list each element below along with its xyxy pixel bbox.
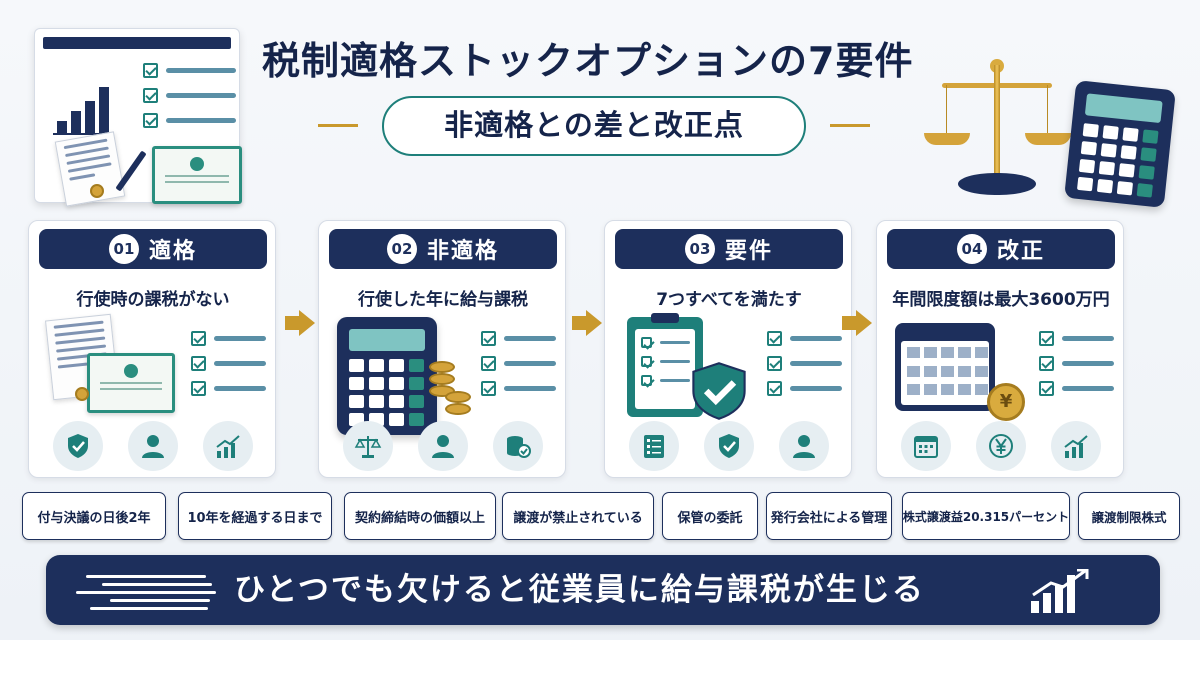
clipboard-icon <box>627 313 703 417</box>
person-icon <box>778 421 829 471</box>
growth-chart-icon <box>1050 421 1101 471</box>
requirement-7: 株式譲渡益20.315パーセント <box>902 492 1070 540</box>
step-description: 7つすべてを満たす <box>656 290 802 310</box>
calendar-icon <box>895 323 995 411</box>
checklist-icon <box>481 331 556 406</box>
checklist-icon <box>629 421 680 471</box>
step-number: 04 <box>956 234 987 264</box>
report-illustration <box>34 28 244 207</box>
conclusion-text: ひとつでも欠けると従業員に給与課税が生じる <box>234 572 925 608</box>
shield-check-icon <box>53 421 104 471</box>
growth-chart-icon <box>202 421 253 471</box>
shield-check-icon <box>692 362 746 420</box>
checklist-icon <box>191 331 266 406</box>
step-number: 02 <box>386 234 417 264</box>
scale-icon <box>343 421 394 471</box>
conclusion-banner: ひとつでも欠けると従業員に給与課税が生じる <box>46 555 1160 625</box>
step-header: 03 要件 <box>615 229 843 269</box>
requirement-4: 譲渡が禁止されている <box>502 492 654 540</box>
page-subtitle: 非適格との差と改正点 <box>382 96 806 156</box>
step-header: 04 改正 <box>887 229 1115 269</box>
calculator-illustration <box>333 317 473 435</box>
calendar-illustration: ¥ <box>891 317 1031 427</box>
person-icon <box>127 421 178 471</box>
shield-check-icon <box>703 421 754 471</box>
step-description: 行使時の課税がない <box>76 290 230 310</box>
step-number: 03 <box>684 234 715 264</box>
yen-icon <box>975 421 1026 471</box>
checklist-icon <box>1039 331 1114 406</box>
requirement-8: 譲渡制限株式 <box>1078 492 1180 540</box>
clipboard-illustration <box>619 313 759 427</box>
subtitle-group: 非適格との差と改正点 <box>318 96 870 156</box>
step-card-3: 03 要件 7つすべてを満たす <box>604 220 852 478</box>
requirement-2: 10年を経過する日まで <box>178 492 332 540</box>
step-header: 01 適格 <box>39 229 267 269</box>
step-description: 行使した年に給与課税 <box>358 290 528 310</box>
page-title: 税制適格ストックオプションの7要件 <box>262 39 914 83</box>
calculator-icon <box>1064 80 1176 208</box>
person-icon <box>417 421 468 471</box>
certificate-icon <box>87 353 175 413</box>
step-name: 改正 <box>996 239 1045 264</box>
bar-chart-icon <box>53 79 111 135</box>
requirement-1: 付与決議の日後2年 <box>22 492 166 540</box>
certificate-illustration <box>43 313 183 427</box>
certificate-icon <box>152 146 242 204</box>
coins-check-icon <box>492 421 543 471</box>
growth-chart-icon <box>1031 569 1091 613</box>
infographic: 税制適格ストックオプションの7要件 非適格との差と改正点 <box>0 0 1200 640</box>
step-name: 非適格 <box>426 239 499 264</box>
yen-coin-icon: ¥ <box>987 383 1025 421</box>
step-header: 02 非適格 <box>329 229 557 269</box>
bottom-margin <box>0 640 1200 675</box>
step-description: 年間限度額は最大3600万円 <box>892 290 1110 310</box>
requirement-3: 契約締結時の価額以上 <box>344 492 496 540</box>
seal-icon <box>90 184 104 198</box>
requirement-6: 発行会社による管理 <box>766 492 892 540</box>
checklist-icon <box>767 331 842 406</box>
scale-calculator-illustration <box>920 55 1180 208</box>
step-card-1: 01 適格 行使時の課税がない <box>28 220 276 478</box>
step-card-2: 02 非適格 行使した年に給与課税 <box>318 220 566 478</box>
document-icon <box>54 131 126 207</box>
step-name: 適格 <box>148 239 197 264</box>
step-name: 要件 <box>724 239 773 264</box>
requirement-5: 保管の委託 <box>662 492 758 540</box>
step-card-4: 04 改正 年間限度額は最大3600万円 ¥ <box>876 220 1124 478</box>
calendar-icon <box>901 421 952 471</box>
seal-icon <box>75 387 89 401</box>
checklist-icon <box>143 63 236 138</box>
step-number: 01 <box>108 234 139 264</box>
calculator-icon <box>337 317 437 435</box>
